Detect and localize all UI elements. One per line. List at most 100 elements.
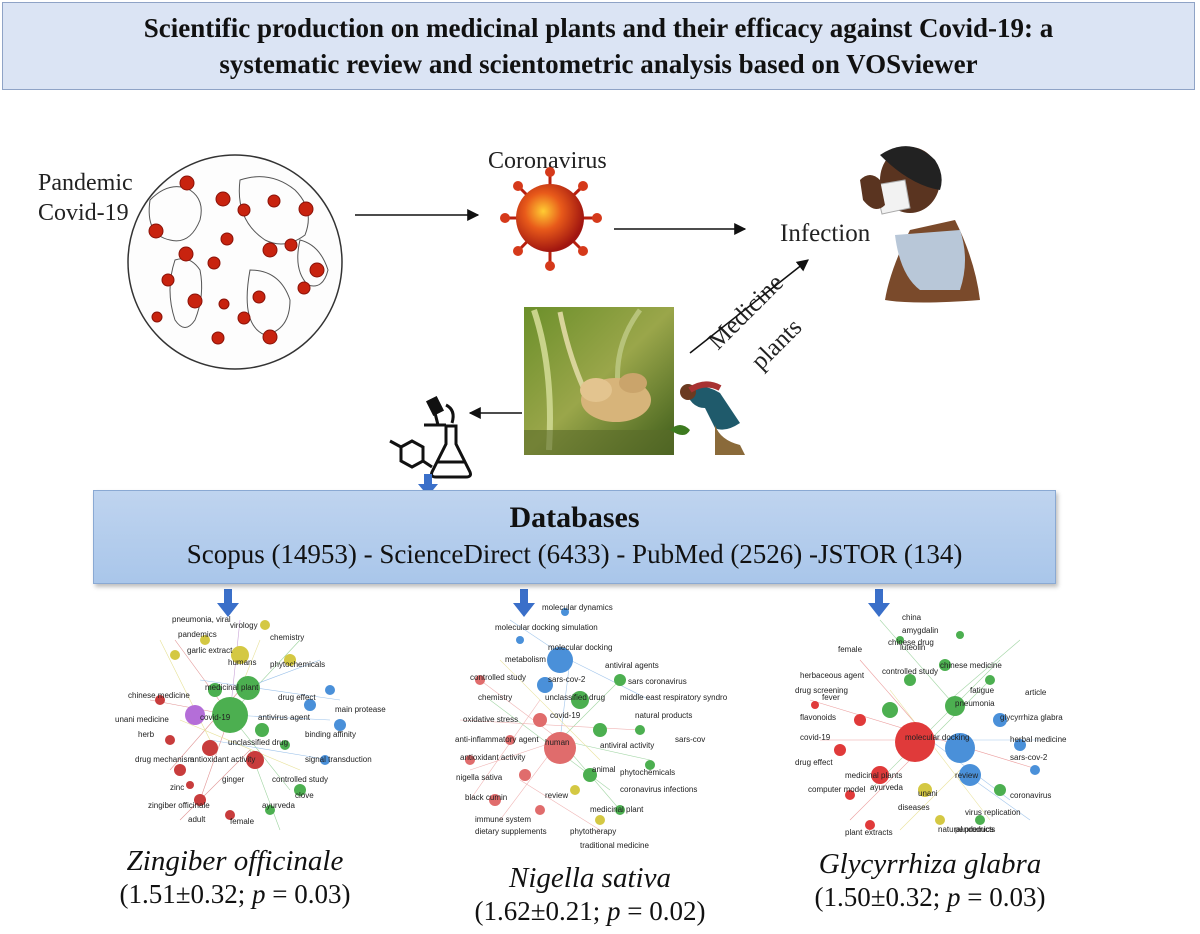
network-keyword-label: controlled study [882, 667, 938, 676]
network-keyword-label: flavonoids [800, 713, 836, 722]
network-keyword-label: female [838, 645, 863, 654]
species-name: Zingiber officinale [126, 845, 344, 877]
network-keyword-label: chemistry [270, 633, 304, 642]
network-keyword-label: unani [918, 789, 938, 798]
network-keyword-label: fatigue [970, 686, 995, 695]
network-keyword-label: plant extracts [845, 828, 893, 837]
infection-label: Infection [780, 220, 871, 247]
network-keyword-label: clove [295, 791, 314, 800]
title-line-1: Scientific production on medicinal plant… [143, 13, 1054, 43]
network-keyword-label: coronavirus infections [620, 785, 697, 794]
network-keyword-label: garlic extract [187, 646, 233, 655]
network-keyword-label: virology [230, 621, 258, 630]
databases-title: Databases [509, 501, 640, 534]
network-keyword-label: antiviral activity [600, 741, 654, 750]
blue-down-arrows [217, 474, 890, 617]
network-keyword-label: drug mechanism [135, 755, 194, 764]
network-keyword-label: molecular docking [905, 733, 969, 742]
title-line-2: systematic review and scientometric anal… [219, 49, 978, 79]
network-keyword-label: sars coronavirus [628, 677, 687, 686]
network-keyword-label: molecular docking [548, 643, 612, 652]
network-keyword-label: article [1025, 688, 1047, 697]
network-keyword-label: luteolin [900, 643, 925, 652]
network-keyword-label: binding affinity [305, 730, 356, 739]
network-keyword-label: female [230, 817, 255, 826]
network-keyword-label: human [545, 738, 569, 747]
laboratory-icon [389, 395, 472, 479]
network-keyword-label: coronavirus [1010, 791, 1051, 800]
network-keyword-label: signal transduction [305, 755, 372, 764]
network-keyword-label: controlled study [470, 673, 526, 682]
network-keyword-label: molecular dynamics [542, 603, 613, 612]
network-keyword-label: oxidative stress [463, 715, 518, 724]
network-keyword-label: black cumin [465, 793, 507, 802]
network-keyword-label: chemistry [478, 693, 512, 702]
network-keyword-label: drug screening [795, 686, 848, 695]
network-keyword-label: amygdalin [902, 626, 938, 635]
network-keyword-label: ayurveda [262, 801, 295, 810]
network-keyword-label: review [545, 791, 568, 800]
network-keyword-label: pandemics [178, 630, 217, 639]
network-keyword-label: medicinal plant [590, 805, 644, 814]
network-keyword-label: zinc [170, 783, 184, 792]
network-keyword-label: phytochemicals [270, 660, 325, 669]
network-keyword-label: zingiber officinale [148, 801, 210, 810]
network-keyword-label: natural products [938, 825, 995, 834]
network-keyword-label: fever [822, 693, 840, 702]
arrow-plants-to-infection [689, 259, 809, 354]
medicinal-plant-photo [524, 307, 674, 455]
species-stat: (1.51±0.32; p = 0.03) [119, 879, 351, 909]
network-keyword-label: computer model [808, 785, 866, 794]
network-keyword-label: covid-19 [200, 713, 231, 722]
network-keyword-label: phytochemicals [620, 768, 675, 777]
network-keyword-label: drug effect [795, 758, 833, 767]
network-keyword-label: sars-cov-2 [548, 675, 586, 684]
network-keyword-label: animal [592, 765, 616, 774]
network-keyword-label: natural products [635, 711, 692, 720]
farmer-icon [670, 381, 745, 455]
species-zingiber: Zingiber officinale (1.51±0.32; p = 0.03… [110, 845, 360, 911]
network-keyword-label: review [955, 771, 978, 780]
network-keyword-label: herbaceous agent [800, 671, 865, 680]
network-keyword-label: covid-19 [800, 733, 831, 742]
network-keyword-label: middle east respiratory syndro [620, 693, 728, 702]
network-keyword-label: pneumonia [955, 699, 995, 708]
network-keyword-label: metabolism [505, 655, 546, 664]
network-keyword-label: molecular docking simulation [495, 623, 598, 632]
species-name: Glycyrrhiza glabra [818, 848, 1042, 880]
network-keyword-label: herbal medicine [1010, 735, 1067, 744]
network-keyword-label: adult [188, 815, 206, 824]
network-keyword-label: immune system [475, 815, 531, 824]
title-banner: Scientific production on medicinal plant… [2, 2, 1195, 90]
network-keyword-label: chinese medicine [940, 661, 1002, 670]
network-keyword-label: sars-cov [675, 735, 705, 744]
network-keyword-label: virus replication [965, 808, 1021, 817]
network-keyword-label: antiviral agents [605, 661, 659, 670]
network-keyword-label: covid-19 [550, 711, 581, 720]
network-keyword-label: main protease [335, 705, 386, 714]
network-keyword-label: antioxidant activity [460, 753, 525, 762]
species-stat: (1.50±0.32; p = 0.03) [814, 882, 1046, 912]
network-keyword-label: nigella sativa [456, 773, 503, 782]
network-keyword-label: phytotherapy [570, 827, 616, 836]
network-keyword-label: traditional medicine [580, 841, 649, 850]
network-keyword-label: unclassified drug [228, 738, 288, 747]
network-keyword-label: controlled study [272, 775, 328, 784]
network-keyword-label: medicinal plant [205, 683, 259, 692]
pandemic-label-2: Covid-19 [38, 200, 129, 226]
network-keyword-label: unclassified drug [545, 693, 605, 702]
network-keyword-label: anti-inflammatory agent [455, 735, 539, 744]
species-name: Nigella sativa [509, 862, 671, 894]
species-glycyrrhiza: Glycyrrhiza glabra (1.50±0.32; p = 0.03) [800, 848, 1060, 914]
network-keyword-label: ginger [222, 775, 245, 784]
databases-list: Scopus (14953) - ScienceDirect (6433) - … [186, 539, 963, 569]
network-keyword-label: antivirus agent [258, 713, 311, 722]
databases-box: Databases Scopus (14953) - ScienceDirect… [93, 490, 1056, 584]
network-keyword-label: chinese medicine [128, 691, 190, 700]
network-keyword-label: chinese drug [888, 638, 934, 647]
keyword-network-nigella: molecular dynamics molecular docking simu… [455, 603, 728, 850]
pandemic-label-1: Pandemic [38, 170, 133, 196]
